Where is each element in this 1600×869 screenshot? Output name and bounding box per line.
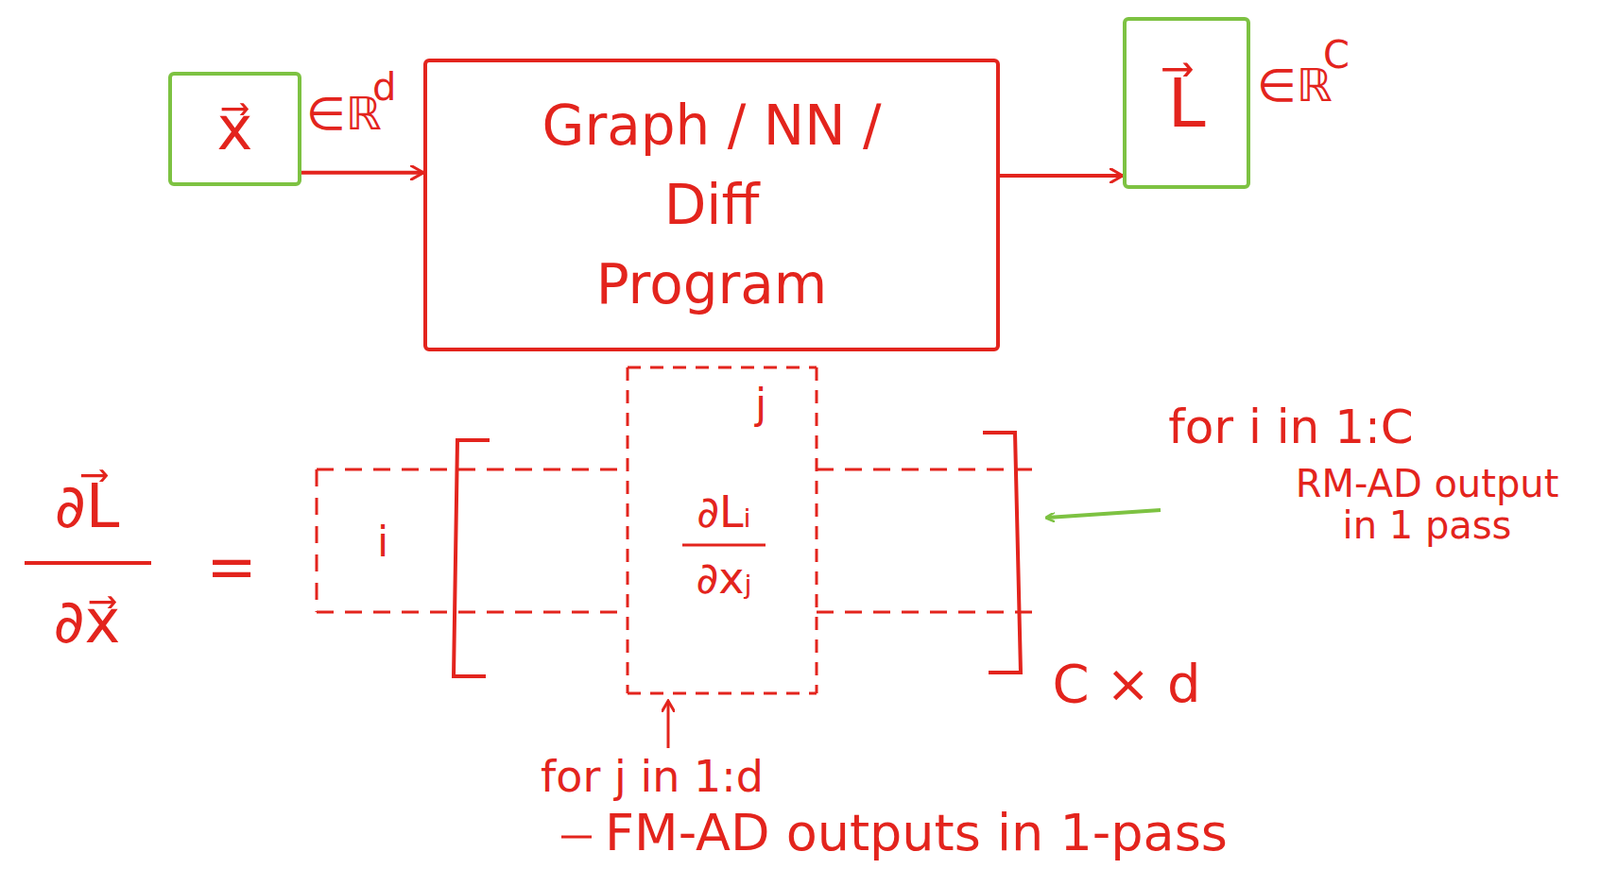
mode-note: RM-AD output in 1 pass: [1275, 463, 1579, 547]
program-box: Graph / NN / Diff Program: [423, 58, 1000, 352]
fraction-bar: [24, 561, 152, 566]
dimension-superscript: C: [1323, 34, 1350, 76]
output-box: L⃗: [1122, 17, 1251, 190]
pointer-arrow: [667, 701, 671, 749]
set-symbol: ∈ℝ: [306, 88, 382, 139]
column-outline: [627, 367, 817, 694]
matrix-size: C × d: [1051, 654, 1201, 714]
flow-arrow: [999, 173, 1123, 178]
column-index: j: [755, 381, 767, 428]
node-text: L⃗: [1167, 53, 1205, 153]
mode-note: FM-AD outputs in 1-pass: [604, 805, 1228, 861]
derivative-denominator: ∂x⃗: [53, 588, 121, 655]
loop-note: for i in 1:C: [1168, 401, 1413, 454]
row-index: i: [377, 519, 389, 566]
flow-arrow: [301, 171, 424, 175]
dimension-superscript: d: [372, 66, 396, 108]
node-text: Graph / NN / Diff Program: [541, 86, 882, 325]
matrix-bracket: [453, 440, 490, 677]
derivative-numerator: ∂L⃗: [54, 473, 121, 540]
loop-note: for j in 1:d: [540, 753, 764, 802]
set-symbol: ∈ℝ: [1256, 60, 1333, 111]
pointer-arrow: [1047, 510, 1161, 518]
dash-mark: [561, 836, 592, 840]
input-box: x⃗: [168, 71, 302, 187]
equals-sign: =: [206, 533, 258, 601]
node-text: x⃗: [217, 85, 254, 173]
element-denominator: ∂xⱼ: [695, 554, 752, 603]
row-outline: [316, 469, 1042, 613]
fraction-bar: [682, 544, 766, 548]
element-numerator: ∂Lᵢ: [696, 488, 752, 537]
